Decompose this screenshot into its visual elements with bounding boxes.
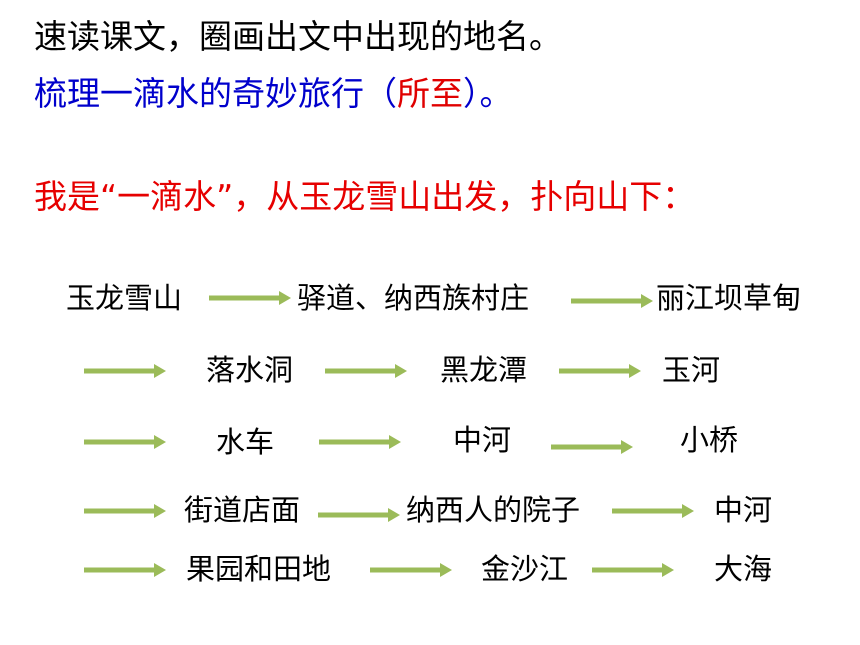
flow-arrow-icon xyxy=(318,508,400,522)
task-suffix: ）。 xyxy=(463,74,513,113)
flow-arrow-icon xyxy=(319,435,401,449)
place-sea: 大海 xyxy=(714,552,773,586)
instruction-line: 速读课文，圈画出文中出现的地名。 xyxy=(34,17,562,56)
place-black-dragon-pool: 黑龙潭 xyxy=(440,353,528,387)
place-jinsha-river: 金沙江 xyxy=(481,552,569,586)
intro-line: 我是“一滴水”，从玉龙雪山出发，扑向山下： xyxy=(34,177,696,216)
flow-arrow-icon xyxy=(612,504,694,518)
place-waterwheel: 水车 xyxy=(216,425,275,459)
task-line: 梳理一滴水的奇妙旅行（所至）。 xyxy=(34,73,513,115)
place-yu-river: 玉河 xyxy=(662,353,721,387)
place-middle-river: 中河 xyxy=(453,423,512,457)
place-luoshui-cave: 落水洞 xyxy=(206,353,294,387)
flow-arrow-icon xyxy=(84,435,166,449)
place-yulong-snow-mountain: 玉龙雪山 xyxy=(66,281,183,315)
task-prefix: 梳理一滴水的奇妙旅行（ xyxy=(34,74,397,113)
place-street-shops: 街道店面 xyxy=(184,493,301,527)
place-middle-river-2: 中河 xyxy=(714,493,773,527)
flow-arrow-icon xyxy=(209,291,291,305)
place-post-road-naxi-village: 驿道、纳西族村庄 xyxy=(297,281,530,315)
flow-arrow-icon xyxy=(592,563,674,577)
flow-arrow-icon xyxy=(551,440,633,454)
flow-arrow-icon xyxy=(84,563,166,577)
place-small-bridge: 小桥 xyxy=(680,423,739,457)
place-lijiang-meadow: 丽江坝草甸 xyxy=(656,281,802,315)
flow-arrow-icon xyxy=(325,364,407,378)
place-orchards-fields: 果园和田地 xyxy=(186,552,332,586)
place-naxi-courtyard: 纳西人的院子 xyxy=(406,493,581,527)
flow-arrow-icon xyxy=(559,364,641,378)
flow-arrow-icon xyxy=(84,364,166,378)
flow-arrow-icon xyxy=(84,504,166,518)
task-emphasis: 所至 xyxy=(397,74,463,113)
flow-arrow-icon xyxy=(370,563,452,577)
flow-arrow-icon xyxy=(571,294,653,308)
